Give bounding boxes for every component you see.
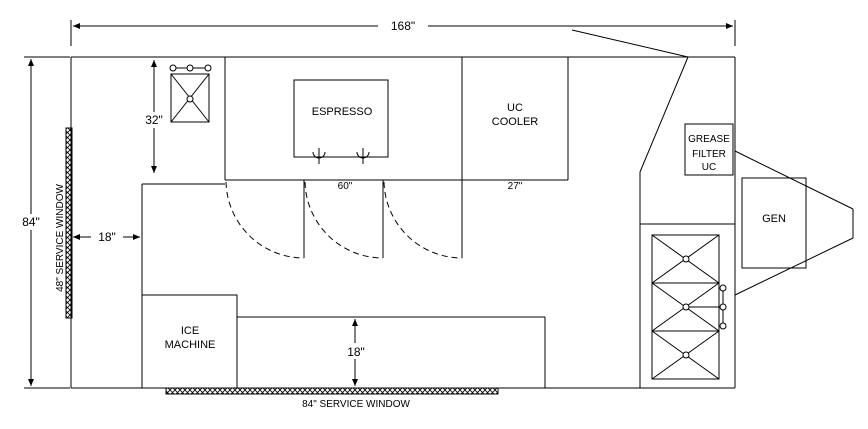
counter-depth-label: 18" xyxy=(347,345,365,359)
height-dimension: 84" xyxy=(14,56,70,389)
rear-counter xyxy=(224,57,569,181)
gen-label: GEN xyxy=(762,213,786,225)
ice-machine-label-1: ICE xyxy=(181,325,199,337)
generator: GEN xyxy=(734,150,854,296)
side-window-label: 48" SERVICE WINDOW xyxy=(55,184,66,292)
espresso-machine: ESPRESSO xyxy=(293,79,389,164)
sink-dimension: 32" xyxy=(140,60,168,173)
hand-sink xyxy=(169,64,212,123)
range-burners xyxy=(651,234,727,380)
height-label: 84" xyxy=(22,215,40,229)
uc-cooler: UC COOLER xyxy=(492,102,539,128)
grease-label-1: GREASE xyxy=(688,134,730,145)
front-counter: 18" xyxy=(237,316,546,388)
aisle-dimension: 18" xyxy=(73,229,140,245)
bottom-window-label: 84" SERVICE WINDOW xyxy=(302,399,410,410)
bottom-service-window: 84" SERVICE WINDOW xyxy=(165,387,499,410)
sink-dimension-label: 32" xyxy=(145,113,163,127)
grease-filter: GREASE FILTER UC xyxy=(684,123,734,176)
uc-cooler-label-1: UC xyxy=(507,102,523,114)
aisle-dimension-label: 18" xyxy=(98,230,116,244)
grease-label-2: FILTER xyxy=(692,149,726,160)
width-dimension: 168" xyxy=(70,18,736,46)
ice-machine: ICE MACHINE xyxy=(141,294,238,389)
espresso-label: ESPRESSO xyxy=(312,106,373,118)
espresso-counter-dimension: 60" xyxy=(338,181,353,192)
ice-machine-label-2: MACHINE xyxy=(165,339,216,351)
grease-label-3: UC xyxy=(702,162,716,173)
side-service-window: 48" SERVICE WINDOW xyxy=(55,127,73,319)
cooler-counter-dimension: 27" xyxy=(508,181,523,192)
cabinet-doors xyxy=(225,180,463,259)
left-counter xyxy=(141,183,225,388)
width-label: 168" xyxy=(391,19,415,33)
uc-cooler-label-2: COOLER xyxy=(492,116,539,128)
